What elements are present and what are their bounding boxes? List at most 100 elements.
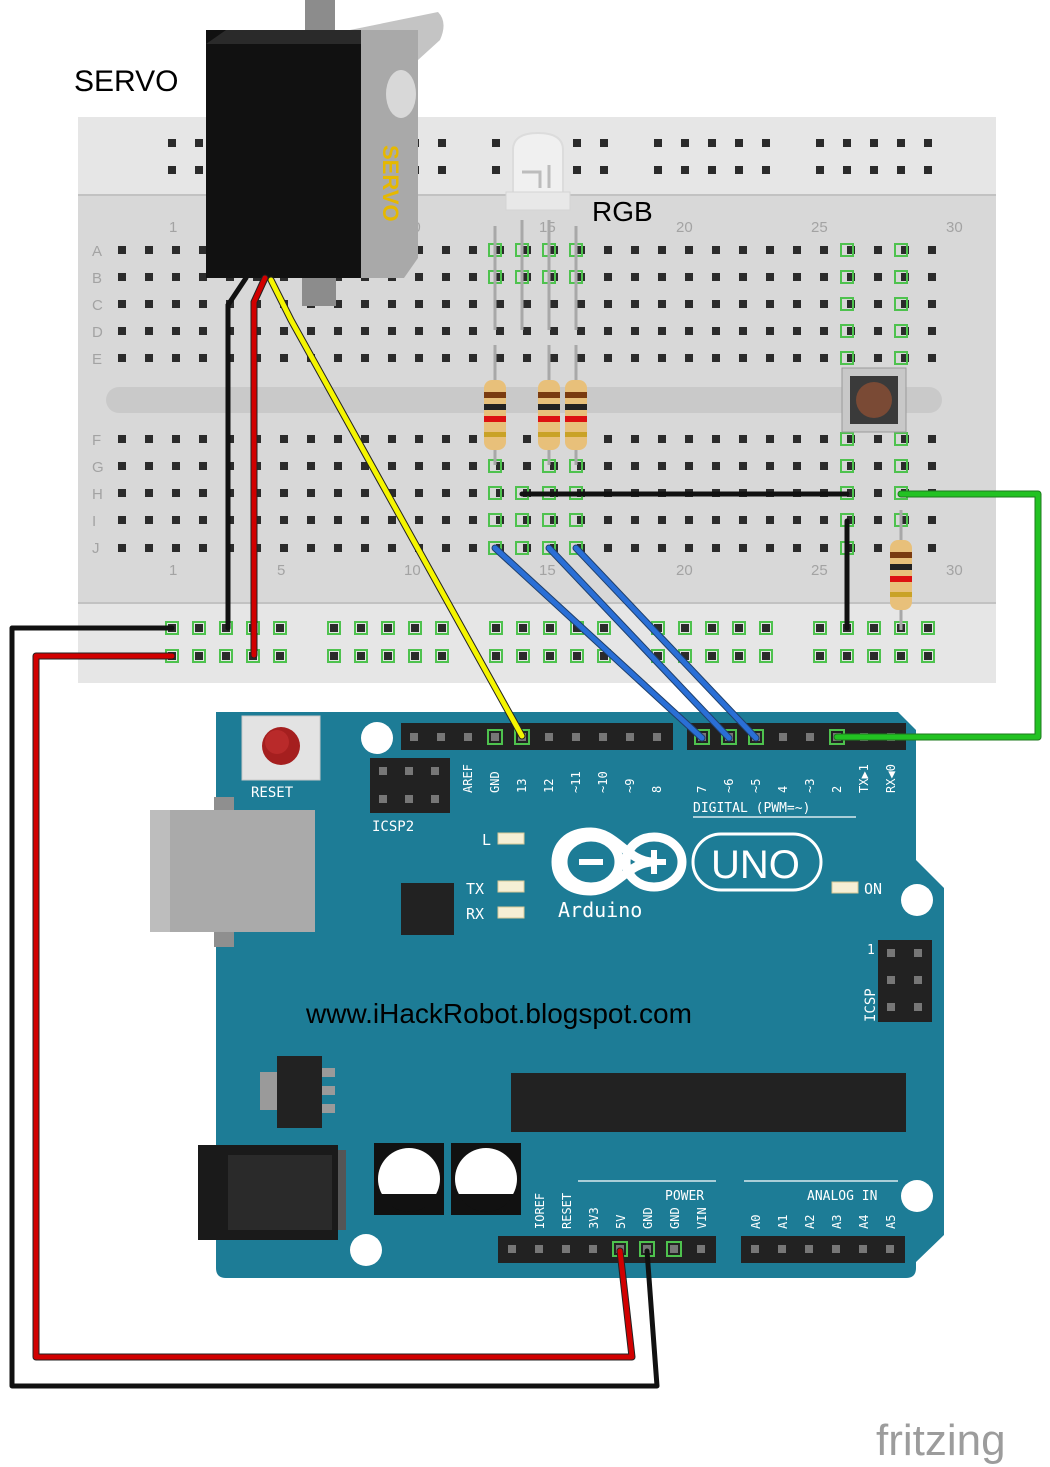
breadboard-hole (280, 516, 288, 524)
website-label: www.iHackRobot.blogspot.com (305, 998, 692, 1029)
rgb-green-signal-wire (546, 545, 732, 741)
breadboard-hole (415, 462, 423, 470)
connected-hole (840, 432, 854, 446)
digital-pin-label: RX◀0 (884, 764, 898, 793)
breadboard-hole (307, 435, 315, 443)
breadboard-hole (793, 462, 801, 470)
col-number-25-bottom: 25 (811, 562, 828, 579)
rail-hole (330, 624, 338, 632)
power-pin-label: VIN (695, 1207, 709, 1229)
breadboard-hole (469, 462, 477, 470)
connected-hole (840, 351, 854, 365)
breadboard-hole (820, 300, 828, 308)
breadboard-hole (928, 462, 936, 470)
connected-rail-hole (489, 621, 503, 635)
reset-button[interactable] (241, 715, 321, 781)
board-pcb (216, 712, 944, 1278)
connected-hole (894, 351, 908, 365)
breadboard-hole (469, 327, 477, 335)
digital-pin-label: 12 (542, 779, 556, 793)
breadboard-hole (604, 273, 612, 281)
resistor-red-channel (484, 345, 506, 465)
breadboard-hole (928, 327, 936, 335)
breadboard-hole (874, 246, 882, 254)
rail-hole (546, 652, 554, 660)
header-pin (491, 733, 499, 741)
connected-hole (840, 324, 854, 338)
breadboard-hole (361, 516, 369, 524)
connected-rail-hole (192, 621, 206, 635)
rail-hole (681, 652, 689, 660)
connected-hole (542, 541, 556, 555)
breadboard-hole (820, 516, 828, 524)
connected-rail-hole (813, 621, 827, 635)
breadboard-hole (172, 354, 180, 362)
rail-hole (735, 652, 743, 660)
rail-hole (654, 624, 662, 632)
breadboard-hole (199, 516, 207, 524)
push-button[interactable] (841, 367, 907, 433)
header-pin (805, 1245, 813, 1253)
connected-rail-hole (732, 621, 746, 635)
rail-hole (654, 652, 662, 660)
breadboard-hole (901, 327, 909, 335)
breadboard-hole (685, 354, 693, 362)
rail-hole (924, 139, 932, 147)
connected-hole (894, 324, 908, 338)
icsp-pin1-label: 1 (867, 943, 875, 958)
breadboard-hole (739, 544, 747, 552)
rail-hole (573, 652, 581, 660)
digital-pwm-label: DIGITAL (PWM=~) (693, 801, 810, 816)
rail-hole (411, 652, 419, 660)
breadboard-hole (523, 327, 531, 335)
breadboard-hole (199, 300, 207, 308)
mounting-hole (361, 722, 393, 754)
header-pin (572, 733, 580, 741)
analog-pin-label: A1 (776, 1215, 790, 1229)
breadboard-hole (739, 327, 747, 335)
breadboard-hole (847, 544, 855, 552)
rail-hole (600, 624, 608, 632)
breadboard-hole (388, 544, 396, 552)
servo-body-label: SERVO (378, 145, 403, 222)
breadboard-hole (739, 354, 747, 362)
rgb-label: RGB (592, 196, 653, 227)
breadboard-hole (712, 544, 720, 552)
rgb-blue-signal-wire (573, 545, 759, 741)
breadboard-hole (415, 435, 423, 443)
breadboard-hole (928, 273, 936, 281)
breadboard-hole (847, 435, 855, 443)
breadboard-hole (820, 354, 828, 362)
connected-rail-hole (678, 621, 692, 635)
row-letter-f: F (92, 432, 101, 449)
breadboard-hole (739, 273, 747, 281)
breadboard-hole (469, 246, 477, 254)
breadboard-hole (685, 544, 693, 552)
rail-hole (708, 652, 716, 660)
breadboard-hole (847, 300, 855, 308)
breadboard-hole (685, 300, 693, 308)
breadboard-hole (415, 300, 423, 308)
breadboard-hole (361, 462, 369, 470)
digital-pin-label: 2 (830, 786, 844, 793)
connected-rail-hole (516, 621, 530, 635)
breadboard-hole (631, 544, 639, 552)
rail-hole (924, 652, 932, 660)
rail-hole (600, 166, 608, 174)
breadboard-hole (442, 516, 450, 524)
breadboard-hole (469, 489, 477, 497)
breadboard-hole (496, 300, 504, 308)
rail-hole (735, 166, 743, 174)
breadboard-hole (145, 300, 153, 308)
rail-hole (870, 652, 878, 660)
breadboard-hole (280, 544, 288, 552)
breadboard-hole (577, 354, 585, 362)
rail-hole (870, 624, 878, 632)
breadboard-hole (334, 300, 342, 308)
breadboard-hole (604, 327, 612, 335)
rail-hole (843, 652, 851, 660)
header-pin (626, 733, 634, 741)
breadboard-hole (388, 489, 396, 497)
digital-pin-label: ~11 (569, 771, 583, 793)
